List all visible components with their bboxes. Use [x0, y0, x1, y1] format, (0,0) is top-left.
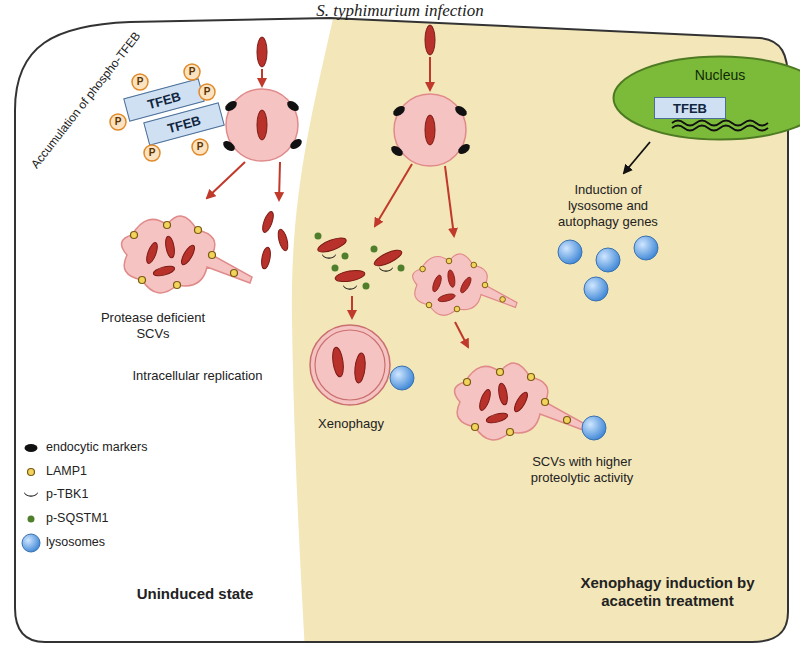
- legend-text: p-TBK1: [46, 487, 88, 502]
- phospho-circle-outline: [184, 64, 200, 80]
- legend-text: LAMP1: [46, 464, 87, 479]
- phospho-circle: P: [143, 144, 161, 162]
- phospho-circle: P: [183, 63, 201, 81]
- arrow: [207, 162, 245, 198]
- induction-arrow: [624, 142, 650, 173]
- phospho-circle-outline: [199, 84, 215, 100]
- phospho-circle-outline: [144, 145, 160, 161]
- tagged-bacteria: [315, 233, 405, 290]
- cytosolic-bacteria: [260, 210, 290, 269]
- phospho-circle: P: [109, 113, 127, 131]
- node-text: TFEB: [166, 112, 203, 135]
- node-text: TFEB: [146, 88, 183, 111]
- arrow: [455, 322, 468, 347]
- phospho-circle-outline: [110, 114, 126, 130]
- node-text: P: [137, 77, 144, 87]
- arrow: [279, 162, 280, 200]
- bacterium: [425, 25, 435, 55]
- tfeb-box: TFEB: [654, 97, 726, 119]
- phospho-circle: P: [198, 83, 216, 101]
- legend-text: endocytic markers: [46, 440, 147, 455]
- scv-maturing: [413, 254, 517, 315]
- bacterium: [257, 37, 267, 67]
- arrow: [375, 164, 412, 226]
- phospho-circle-outline: [132, 74, 148, 90]
- arrow: [445, 166, 454, 236]
- legend-symbols: [22, 444, 40, 552]
- node-text: P: [149, 148, 156, 158]
- phospho-circle-outline: [192, 139, 208, 155]
- node-text: P: [189, 67, 196, 77]
- nucleus: NucleusTFEB: [612, 55, 800, 141]
- arrow: [429, 57, 431, 90]
- legend-text: lysosomes: [46, 535, 105, 550]
- annotation: Induction of lysosome and autophagy gene…: [548, 182, 668, 230]
- node-text: P: [204, 87, 211, 97]
- cell-outline: [15, 18, 788, 642]
- phospho-circle: P: [191, 138, 209, 156]
- arrow: [351, 296, 353, 318]
- proteolytic-scv: [455, 363, 606, 440]
- legend-text: p-SQSTM1: [46, 511, 109, 526]
- arrow: [261, 69, 263, 86]
- annotation: Xenophagy induction by acacetin treatmen…: [560, 574, 775, 611]
- scv-early: [221, 89, 303, 161]
- annotation: Protease deficient SCVs: [88, 310, 218, 342]
- scv-early: [389, 94, 471, 166]
- lysosomes: [558, 236, 658, 301]
- annotation: Uninduced state: [110, 585, 280, 603]
- node-text: TFEB: [673, 101, 707, 116]
- protease-deficient-scv: [122, 216, 252, 293]
- annotation: Xenophagy: [305, 416, 397, 432]
- annotation: SCVs with higher proteolytic activity: [512, 454, 652, 486]
- treated-region: [292, 0, 800, 651]
- dna-strand: [672, 126, 768, 131]
- node-text: P: [115, 117, 122, 127]
- node-text: Nucleus: [612, 67, 800, 83]
- dna-strand: [672, 121, 768, 126]
- phospho-circle: P: [131, 73, 149, 91]
- node-text: P: [197, 142, 204, 152]
- autophagosome: [310, 325, 414, 405]
- annotation: S. typhimurium infection: [290, 1, 510, 22]
- annotation: Intracellular replication: [110, 368, 285, 384]
